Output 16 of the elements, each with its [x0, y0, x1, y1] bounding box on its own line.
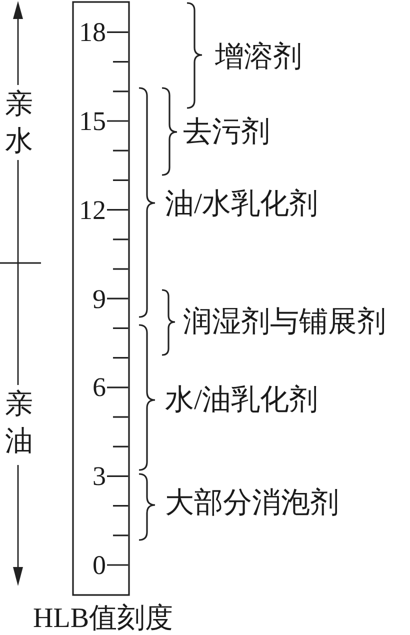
range-label: 大部分消泡剂 — [165, 486, 339, 520]
range-label: 去污剂 — [183, 115, 270, 149]
range-label: 增溶剂 — [215, 40, 302, 74]
range-label: 油/水乳化剂 — [165, 187, 318, 221]
tick-label: 18 — [79, 18, 106, 46]
side-label: 亲水 — [4, 88, 34, 159]
side-label: 亲油 — [4, 388, 34, 459]
tick-label: 9 — [92, 284, 106, 313]
tick-label: 15 — [79, 107, 106, 135]
range-label: 水/油乳化剂 — [165, 383, 318, 417]
tick-label: 12 — [79, 196, 106, 224]
range-label: 润湿剂与铺展剂 — [183, 305, 386, 339]
tick-label: 6 — [92, 373, 106, 402]
tick-label: 3 — [92, 462, 106, 490]
scale-caption: HLB值刻度 — [33, 604, 173, 634]
tick-label: 0 — [92, 551, 106, 579]
